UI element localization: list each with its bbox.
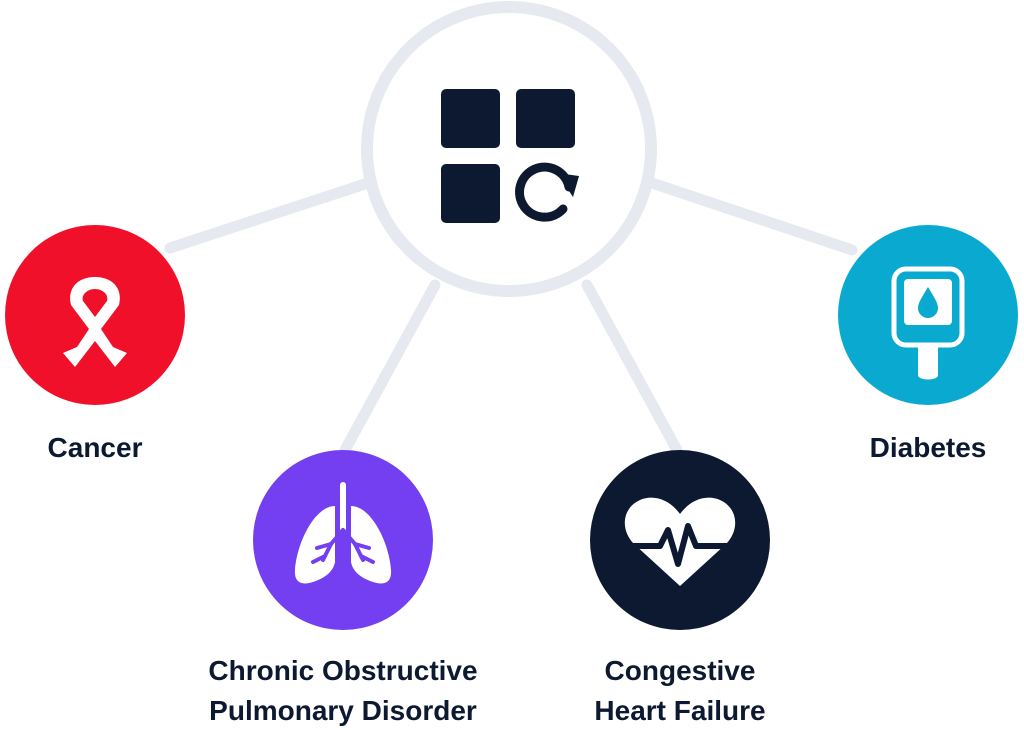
diabetes-label: Diabetes — [828, 428, 1024, 468]
heart-pulse-icon — [624, 497, 736, 586]
copd-label-line-2: Pulmonary Disorder — [209, 695, 477, 726]
chf-node — [590, 450, 770, 630]
connector-cancer — [164, 177, 374, 254]
central-hub — [361, 1, 657, 297]
chf-label-line-2: Heart Failure — [594, 695, 766, 726]
glucose-meter-icon — [891, 266, 965, 380]
awareness-ribbon-icon — [63, 277, 127, 367]
copd-label-line-1: Chronic Obstructive — [208, 655, 478, 686]
lungs-icon — [294, 482, 392, 584]
diabetes-label-line-1: Diabetes — [869, 432, 987, 463]
connector-copd — [339, 279, 441, 456]
diabetes-node — [838, 225, 1018, 405]
cancer-node — [5, 225, 185, 405]
chf-label-line-1: Congestive — [604, 655, 756, 686]
connector-diabetes — [646, 177, 858, 256]
cancer-label: Cancer — [5, 428, 185, 468]
cancer-label-line-1: Cancer — [47, 432, 143, 463]
chf-label: Congestive Heart Failure — [560, 651, 800, 731]
copd-node — [253, 450, 433, 630]
connector-chf — [581, 279, 683, 456]
copd-label: Chronic Obstructive Pulmonary Disorder — [163, 651, 523, 731]
apps-refresh-icon — [441, 89, 579, 223]
